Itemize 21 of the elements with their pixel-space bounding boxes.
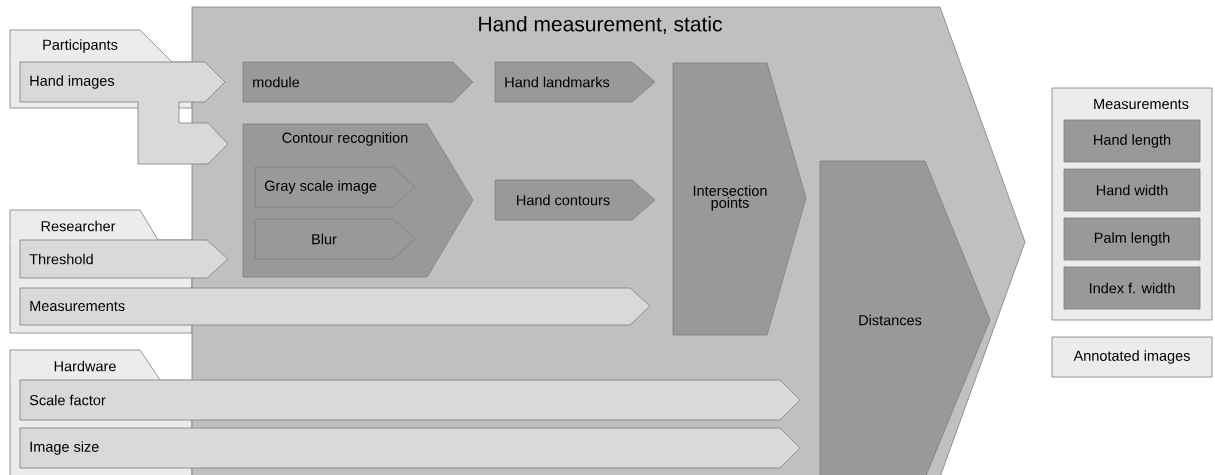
pointed-box: Scale factor: [19, 379, 801, 421]
process-pentagon: Distances: [819, 160, 991, 475]
pointed-box: Measurements: [19, 287, 651, 326]
pointed-box: Image size: [19, 427, 801, 469]
pointed-box: Gray scale image: [254, 166, 416, 208]
output-box: Annotated images: [1051, 336, 1213, 378]
diagram-title: Hand measurement, static: [479, 16, 722, 34]
pointed-box: Hand images: [19, 61, 229, 165]
pointed-box: module: [242, 61, 474, 103]
output-box: Palm length: [1063, 217, 1201, 261]
output-box: Hand length: [1063, 119, 1201, 163]
pointed-box: Hand contours: [494, 179, 656, 221]
pointed-box: Blur: [254, 218, 416, 260]
output-box: Index f. width: [1063, 266, 1201, 310]
panel-tab: Participants: [9, 29, 173, 63]
panel-tab: Hardware: [9, 349, 161, 381]
pointed-box: Hand landmarks: [494, 61, 656, 103]
pointed-box: Threshold: [19, 239, 229, 279]
output-box: Hand width: [1063, 168, 1201, 212]
panel-tab: Researcher: [9, 209, 159, 241]
process-pentagon: Intersection points: [672, 62, 807, 336]
